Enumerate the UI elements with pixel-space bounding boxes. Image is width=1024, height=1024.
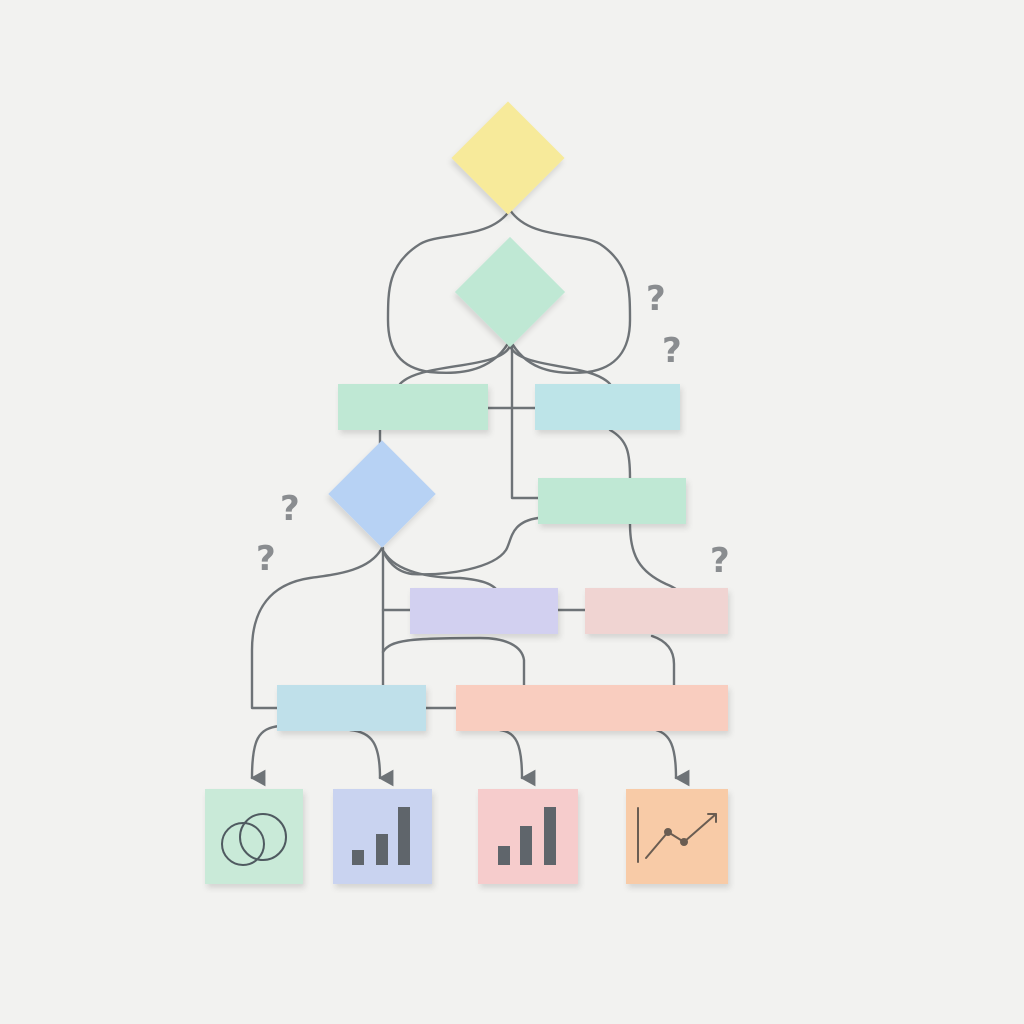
- connector-middle-trunk: [510, 344, 542, 500]
- decision-top[interactable]: [451, 101, 565, 215]
- connector-right-down: [608, 428, 632, 480]
- connector-arrow-bar-1: [348, 728, 394, 787]
- bar-chart-icon: [352, 807, 410, 865]
- question-mark: ?: [256, 539, 276, 579]
- question-mark: ?: [662, 331, 682, 371]
- decision-left[interactable]: [328, 440, 436, 548]
- process-aqua-right[interactable]: [535, 384, 680, 430]
- question-mark: ?: [710, 541, 730, 581]
- connector-center-to-blue: [380, 516, 540, 576]
- process-nodes: [277, 384, 728, 731]
- connector-top-left-loop: [386, 208, 512, 374]
- connector-arrow-line: [654, 728, 690, 787]
- process-salmon-wide[interactable]: [456, 685, 728, 731]
- decision-middle[interactable]: [454, 236, 566, 348]
- connector-rose-to-salmon: [650, 634, 676, 688]
- line-chart-trend-icon: [637, 807, 717, 863]
- process-rose[interactable]: [585, 588, 728, 634]
- bar-chart-output-2[interactable]: [478, 789, 578, 884]
- connector-center-right-curve: [628, 522, 682, 596]
- connector-blue-left-curve: [250, 546, 384, 710]
- connector-middle-to-left-box: [398, 344, 512, 386]
- connector-trunk-to-salmon: [381, 636, 526, 688]
- connector-middle-to-right-box: [508, 344, 612, 386]
- decision-nodes: [328, 101, 566, 548]
- bar-chart-output-1[interactable]: [333, 789, 432, 884]
- process-mint-left[interactable]: [338, 384, 488, 430]
- connector-arrow-venn: [250, 724, 282, 787]
- venn-output-card: [205, 789, 303, 884]
- connector-arrow-bar-2: [498, 728, 536, 787]
- connector-top-right-loop: [508, 208, 632, 374]
- question-marks: ? ? ? ? ?: [256, 279, 730, 581]
- line-chart-output[interactable]: [626, 789, 728, 884]
- venn-diagram-icon: [221, 813, 287, 866]
- process-lavender[interactable]: [410, 588, 558, 634]
- connector-blue-right-curve: [382, 550, 500, 594]
- connector-lines: [250, 208, 690, 787]
- bar-chart-icon: [498, 807, 556, 865]
- process-mint-center[interactable]: [538, 478, 686, 524]
- output-cards: [205, 789, 728, 884]
- process-light-blue[interactable]: [277, 685, 426, 731]
- venn-output[interactable]: [205, 789, 303, 884]
- question-mark: ?: [646, 279, 666, 319]
- question-mark: ?: [280, 489, 300, 529]
